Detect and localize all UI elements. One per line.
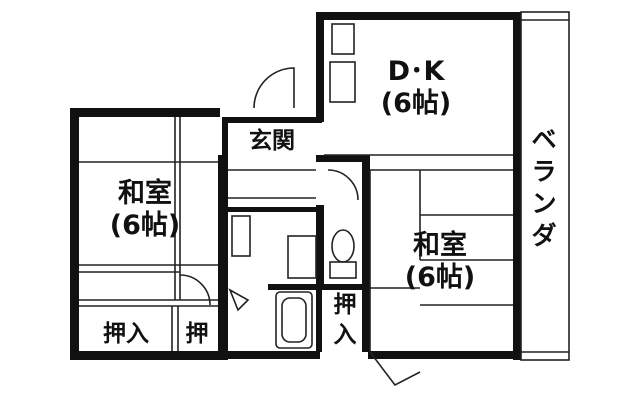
washitsu-right-size: (6帖) bbox=[405, 262, 475, 293]
washitsu-left-name: 和室 bbox=[118, 177, 172, 209]
oshiire-left-label: 押入 bbox=[103, 321, 149, 347]
washitsu-left-size: (6帖) bbox=[110, 210, 180, 241]
oshiire-right-bottom: 入 bbox=[334, 322, 357, 348]
walls bbox=[70, 12, 521, 360]
oshiire-right-top: 押 bbox=[334, 292, 357, 318]
genkan-label: 玄関 bbox=[249, 127, 295, 154]
washitsu-right-name: 和室 bbox=[413, 229, 467, 261]
veranda-char-2: ラ bbox=[531, 157, 556, 186]
oshi-small-label: 押 bbox=[186, 321, 209, 347]
veranda-char-1: ベ bbox=[531, 125, 556, 154]
thin-lines bbox=[79, 11, 570, 387]
veranda-char-3: ン bbox=[531, 189, 556, 218]
dk-name: D･K bbox=[388, 56, 446, 87]
dk-size: (6帖) bbox=[381, 88, 451, 119]
veranda-char-4: ダ bbox=[531, 221, 556, 250]
